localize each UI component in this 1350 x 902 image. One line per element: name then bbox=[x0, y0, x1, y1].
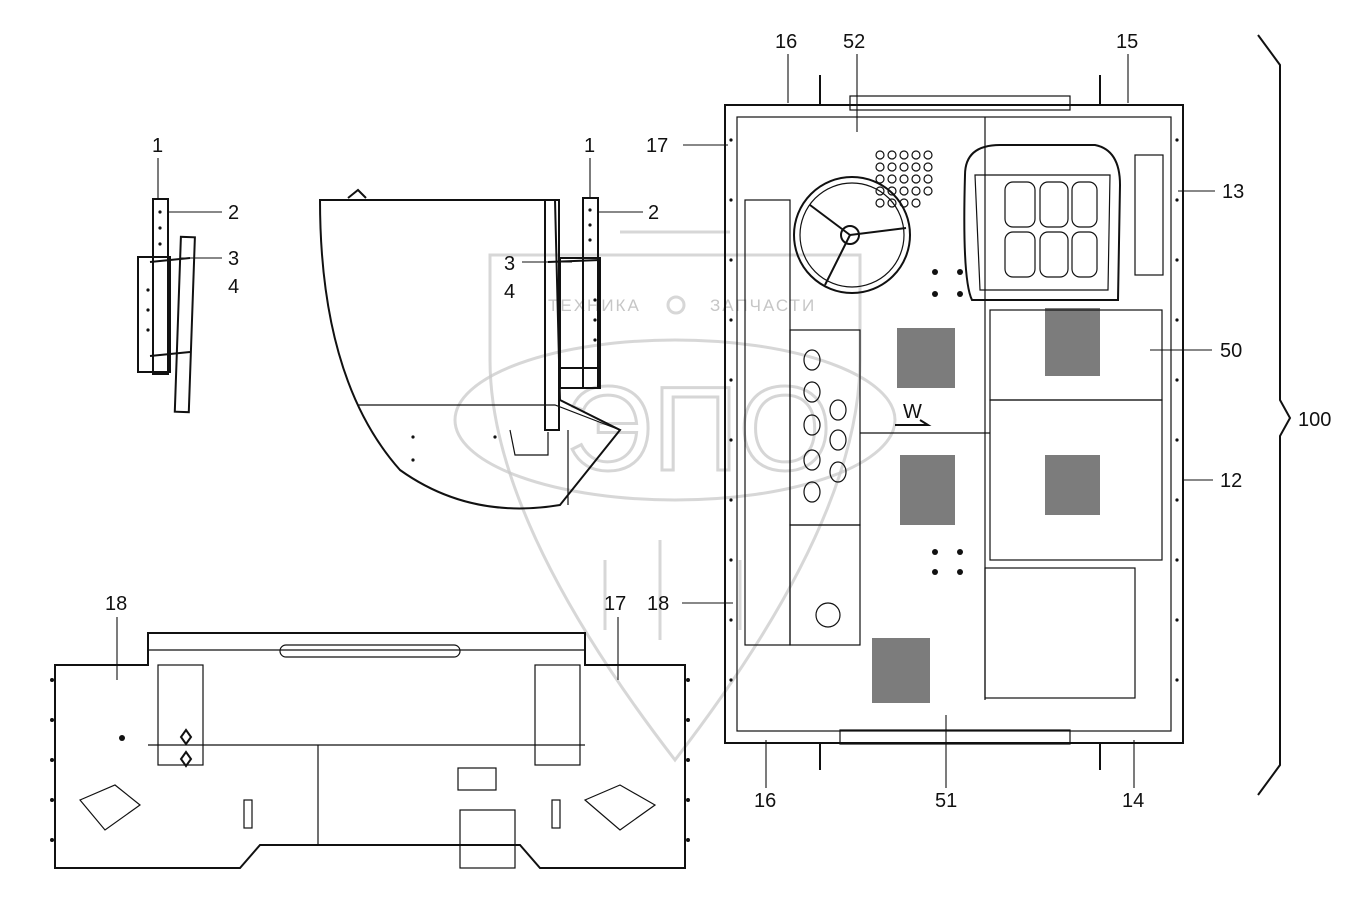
callout-18-panel: 18 bbox=[105, 593, 127, 615]
callout-labels: 1 2 3 4 1 2 3 4 16 52 15 17 13 50 100 12… bbox=[105, 31, 1331, 812]
callout-17-panel: 17 bbox=[604, 593, 626, 615]
watermark-left-word: ТЕХНИКА bbox=[548, 296, 641, 315]
vent-grid bbox=[872, 150, 1100, 703]
callout-2-door: 2 bbox=[648, 202, 659, 224]
front-panel bbox=[50, 632, 690, 869]
steering-wheel bbox=[793, 176, 911, 294]
watermark: ТЕХНИКА ЗАПЧАСТИ ЭПО bbox=[453, 230, 897, 763]
watermark-right-word: ЗАПЧАСТИ bbox=[710, 296, 816, 315]
callout-17-cab: 17 bbox=[646, 135, 668, 157]
perimeter-rivets bbox=[729, 138, 1179, 682]
callout-3-door: 3 bbox=[504, 253, 515, 275]
callout-1-door: 1 bbox=[584, 135, 595, 157]
watermark-logo: ЭПО bbox=[566, 362, 832, 496]
callout-4-left: 4 bbox=[228, 276, 239, 298]
callout-1-left: 1 bbox=[152, 135, 163, 157]
callout-12: 12 bbox=[1220, 470, 1242, 492]
operator-seat bbox=[963, 144, 1164, 301]
callout-15: 15 bbox=[1116, 31, 1138, 53]
callout-51: 51 bbox=[935, 790, 957, 812]
callout-16-bottom: 16 bbox=[754, 790, 776, 812]
callout-2-left: 2 bbox=[228, 202, 239, 224]
callout-14: 14 bbox=[1122, 790, 1144, 812]
callout-100: 100 bbox=[1298, 409, 1331, 431]
callout-4-door: 4 bbox=[504, 281, 515, 303]
callout-50: 50 bbox=[1220, 340, 1242, 362]
view-label-w: W bbox=[903, 401, 922, 423]
callout-13: 13 bbox=[1222, 181, 1244, 203]
callout-52: 52 bbox=[843, 31, 865, 53]
door-panel-assembly bbox=[318, 188, 622, 510]
callout-3-left: 3 bbox=[228, 248, 239, 270]
callout-16-top: 16 bbox=[775, 31, 797, 53]
cab-floor-plan: W bbox=[724, 75, 1184, 770]
leader-lines bbox=[116, 34, 1292, 796]
callout-18-cab: 18 bbox=[647, 593, 669, 615]
hinge-assembly-left bbox=[137, 198, 196, 414]
